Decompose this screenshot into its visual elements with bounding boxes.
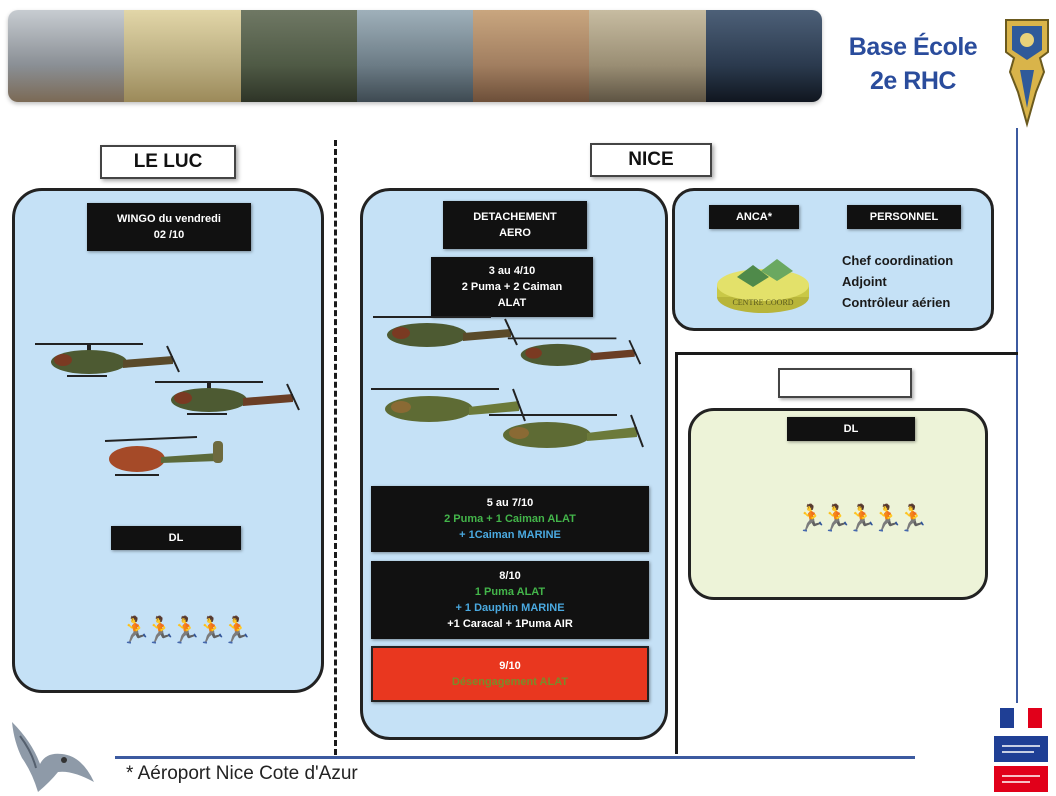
puma-helicopter-icon [507, 337, 642, 366]
coordination-center-icon: CENTRE COORD [717, 259, 809, 313]
slot-2-date: 5 au 7/10 [486, 497, 534, 509]
dl-panel: DL 🏃🏃🏃🏃🏃 [688, 408, 988, 600]
eagle-emblem-icon [12, 722, 94, 792]
badge-text: CENTRE COORD [732, 298, 793, 307]
nice-panel: DETACHEMENT AERO 3 au 4/10 2 Puma + 2 Ca… [360, 188, 668, 740]
republique-francaise-logo [994, 708, 1048, 792]
caiman-helicopter-icon [489, 414, 644, 448]
soldiers-icon: 🏃🏃🏃🏃🏃 [795, 503, 929, 533]
regiment-crest-icon [1005, 19, 1049, 128]
staff-list: Chef coordination Adjoint Contrôleur aér… [842, 250, 953, 313]
slot-2-line-1: 2 Puma + 1 Caiman ALAT [444, 513, 576, 525]
brand-line-1: Base École [848, 33, 978, 61]
divider-bottom [115, 756, 915, 759]
banner-photo [8, 10, 125, 102]
caiman-helicopter-icon [371, 388, 526, 422]
le-luc-dl-label: DL [111, 526, 241, 550]
slot-5-7-oct: 5 au 7/10 2 Puma + 1 Caiman ALAT + 1Caim… [371, 486, 649, 552]
divider-vertical-right [1016, 128, 1018, 703]
helicopter-icon [35, 343, 180, 377]
divider-zone-top [678, 352, 1018, 355]
staff-chef: Chef coordination [842, 253, 954, 268]
detachement-line-2: AERO [499, 227, 531, 239]
le-luc-title: LE LUC [100, 145, 236, 179]
nice-title: NICE [590, 143, 712, 177]
wingo-line-1: WINGO du vendredi [117, 213, 221, 225]
gazelle-helicopter-icon [104, 436, 223, 476]
wingo-label: WINGO du vendredi 02 /10 [87, 203, 251, 251]
banner-photo [705, 10, 822, 102]
personnel-tag: PERSONNEL [847, 205, 961, 229]
slot-2-line-2: + 1Caiman MARINE [459, 529, 561, 541]
brand-title: Base École 2e RHC [828, 30, 998, 98]
le-luc-panel: WINGO du vendredi 02 /10 [12, 188, 324, 693]
wingo-line-2: 02 /10 [153, 229, 185, 241]
slot-9-oct: 9/10 Désengagement ALAT [371, 646, 649, 702]
slot-1-line-1: 2 Puma + 2 Caiman [461, 281, 563, 293]
photo-banner [8, 10, 822, 102]
slot-3-line-1: 1 Puma ALAT [474, 586, 546, 598]
anca-tag: ANCA* [709, 205, 799, 229]
brand-line-2: 2e RHC [870, 67, 956, 95]
helicopter-icon [155, 381, 300, 415]
detachement-label: DETACHEMENT AERO [443, 201, 587, 249]
divider-zone-left [675, 352, 678, 754]
banner-photo [240, 10, 357, 102]
slot-4-line-1: Désengagement ALAT [451, 676, 569, 688]
empty-title-box [778, 368, 912, 398]
banner-photo [473, 10, 590, 102]
banner-photo [589, 10, 706, 102]
footer-note: * Aéroport Nice Cote d'Azur [126, 763, 358, 784]
slot-4-date: 9/10 [499, 660, 521, 672]
soldiers-icon: 🏃🏃🏃🏃🏃 [119, 615, 253, 645]
anca-panel: ANCA* PERSONNEL CENTRE COORD [672, 188, 994, 331]
puma-helicopter-icon [373, 316, 518, 347]
slot-3-date: 8/10 [499, 570, 521, 582]
slot-3-4-oct: 3 au 4/10 2 Puma + 2 Caiman ALAT [431, 257, 593, 317]
banner-photo [356, 10, 474, 102]
divider-dashed [334, 140, 337, 755]
slot-3-line-3: +1 Caracal + 1Puma AIR [447, 618, 573, 630]
slot-1-line-2: ALAT [497, 297, 527, 309]
staff-adjoint: Adjoint [842, 274, 887, 289]
dl-panel-label: DL [787, 417, 915, 441]
slot-3-line-2: + 1 Dauphin MARINE [455, 602, 565, 614]
slot-8-oct: 8/10 1 Puma ALAT + 1 Dauphin MARINE +1 C… [371, 561, 649, 639]
detachement-line-1: DETACHEMENT [473, 211, 557, 223]
slot-1-date: 3 au 4/10 [488, 265, 536, 277]
staff-controleur: Contrôleur aérien [842, 295, 951, 310]
banner-photo [124, 10, 241, 102]
